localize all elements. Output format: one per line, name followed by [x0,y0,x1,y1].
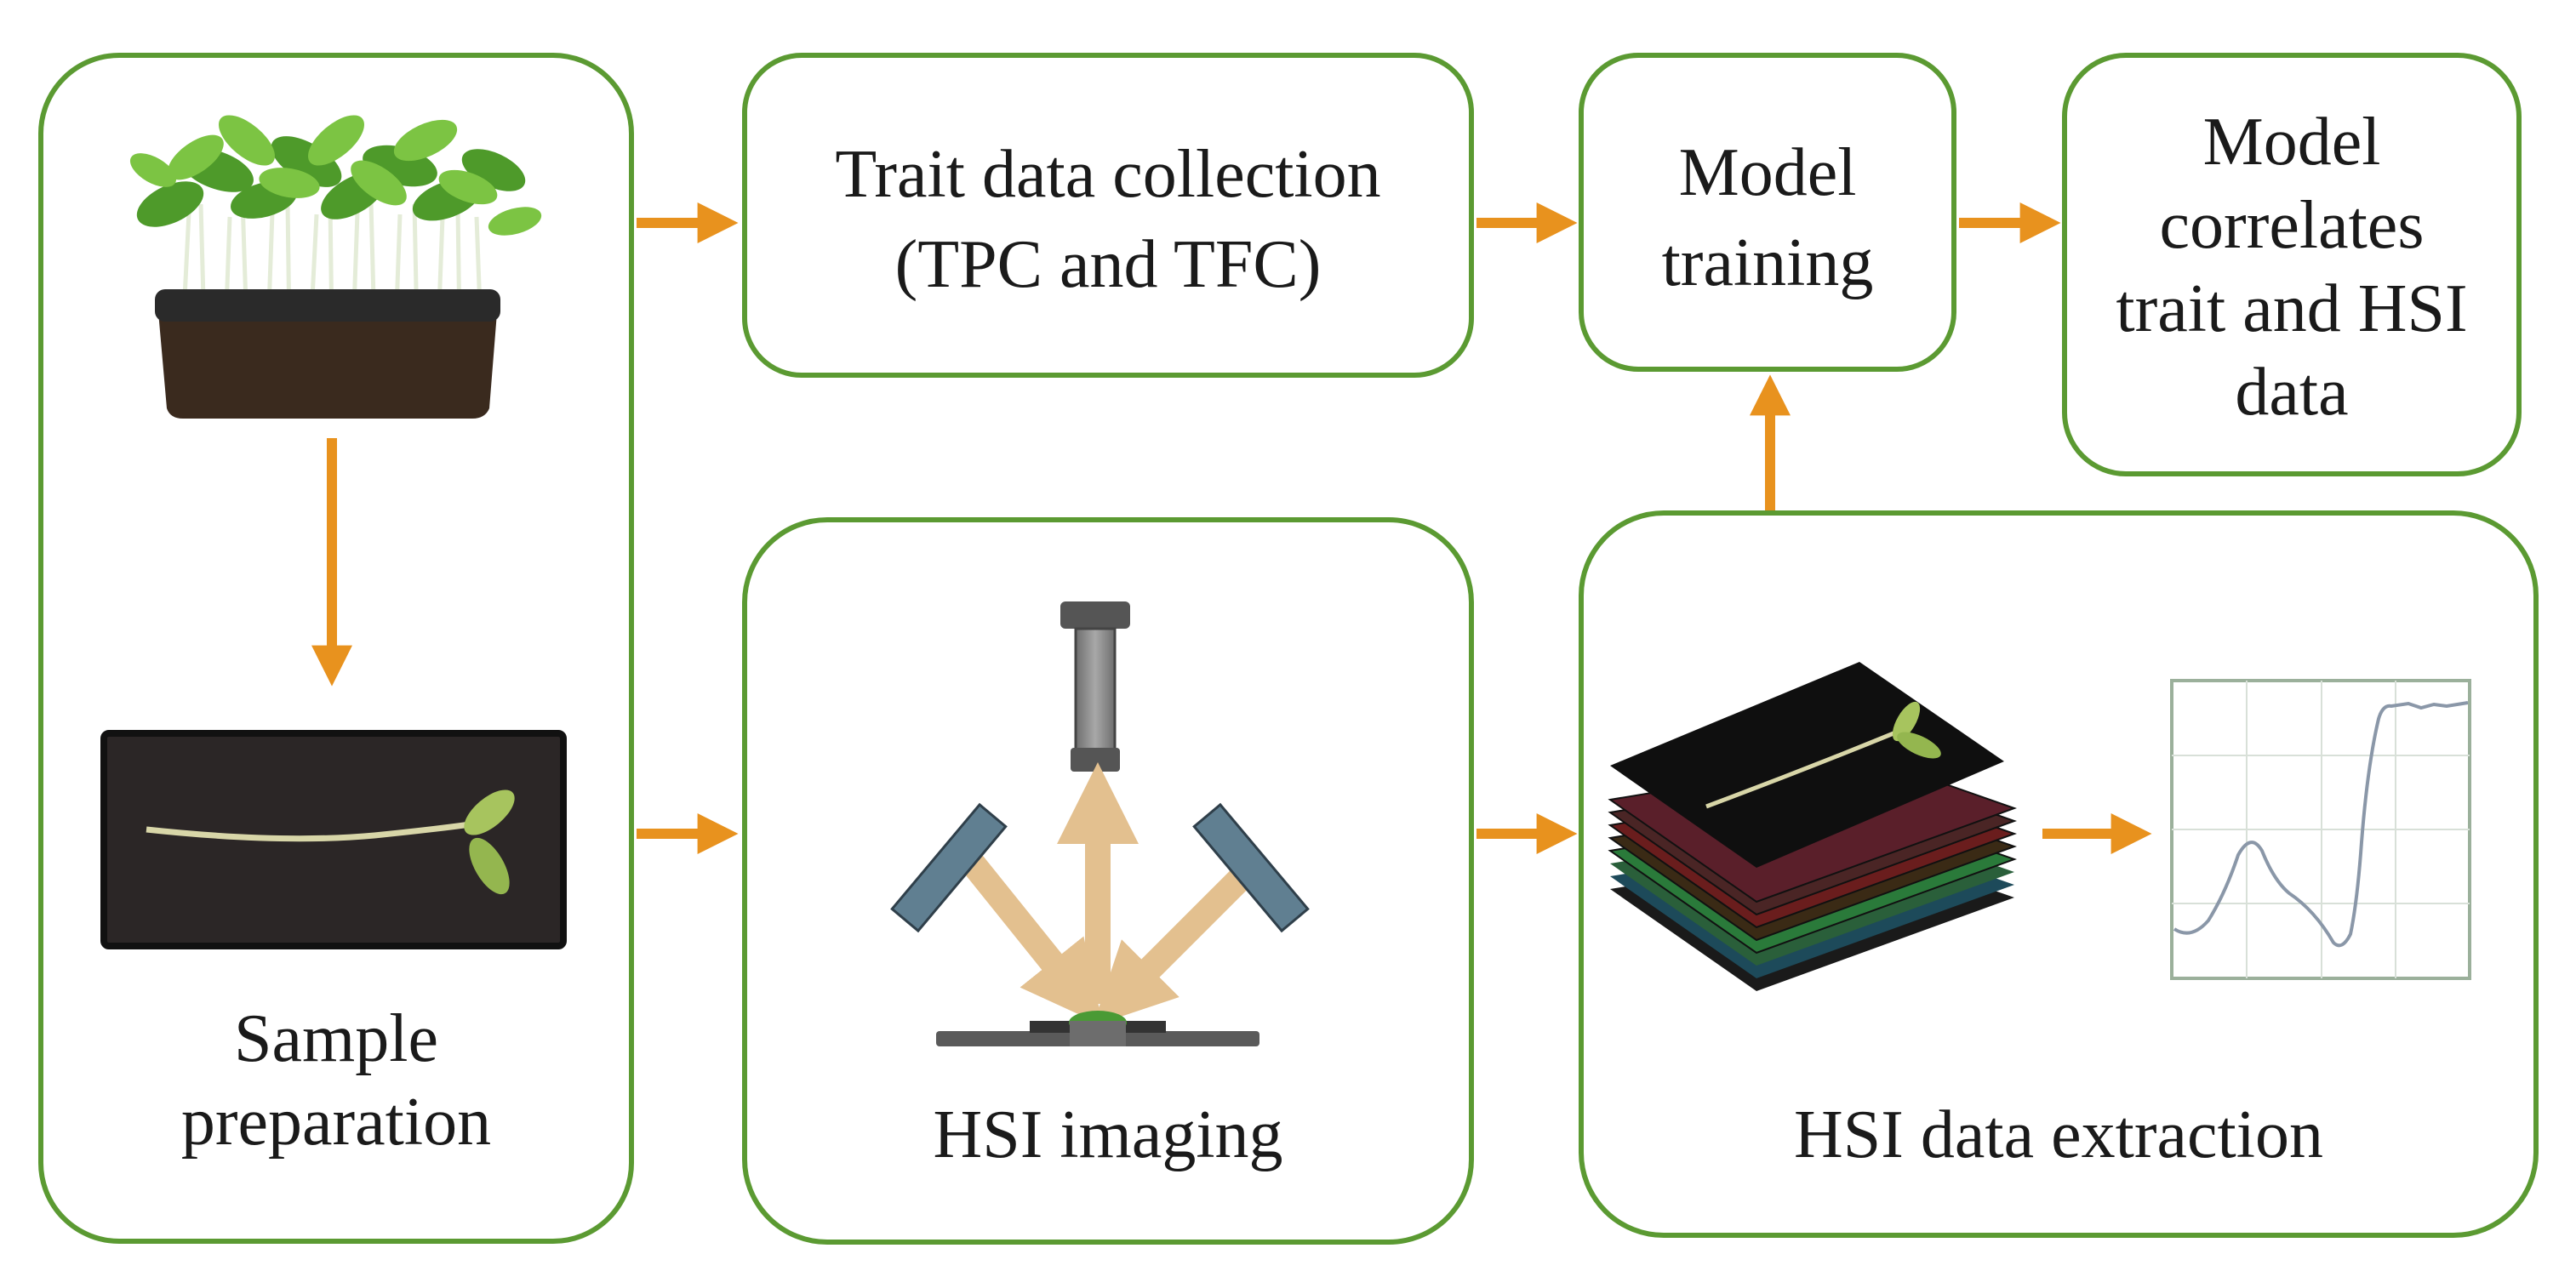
sample-stage-icon [936,1011,1259,1046]
hyperspectral-camera-icon [1060,601,1130,772]
sample-preparation-line-2: preparation [180,1085,492,1160]
hsi-imaging-label: HSI imaging [757,1093,1459,1177]
seedling-sample-icon [100,730,567,949]
hsi-imaging-line-1: HSI imaging [933,1097,1283,1172]
model-correlates-label: Model correlates trait and HSI data [2071,100,2513,434]
trait-collection-box [742,53,1474,378]
trait-collection-label: Trait data collection (TPC and TFC) [757,129,1459,310]
model-correlates-line-2: correlates [2159,188,2425,263]
trait-collection-line-2: (TPC and TFC) [894,227,1322,302]
model-correlates-line-4: data [2235,355,2349,430]
model-training-line-2: training [1661,225,1874,300]
flow-arrows [311,202,2152,854]
model-correlates-box [2062,53,2522,476]
hsi-extraction-label: HSI data extraction [1591,1093,2526,1177]
hypercube-stack-icon [1608,662,2017,991]
model-correlates-line-3: trait and HSI [2116,271,2468,346]
model-training-line-1: Model [1678,135,1857,210]
sample-preparation-label: Sample preparation [68,997,604,1164]
hsi-extraction-line-1: HSI data extraction [1794,1097,2323,1172]
sample-preparation-line-1: Sample [234,1001,438,1076]
model-training-label: Model training [1587,128,1948,308]
trait-collection-line-1: Trait data collection [835,137,1381,212]
microgreens-tray-icon [129,115,542,419]
light-source-icon [890,802,1310,933]
spectrum-plot-icon [2170,679,2471,980]
model-correlates-line-1: Model [2202,105,2381,180]
light-beams [949,762,1269,1026]
model-training-box [1579,53,1956,372]
